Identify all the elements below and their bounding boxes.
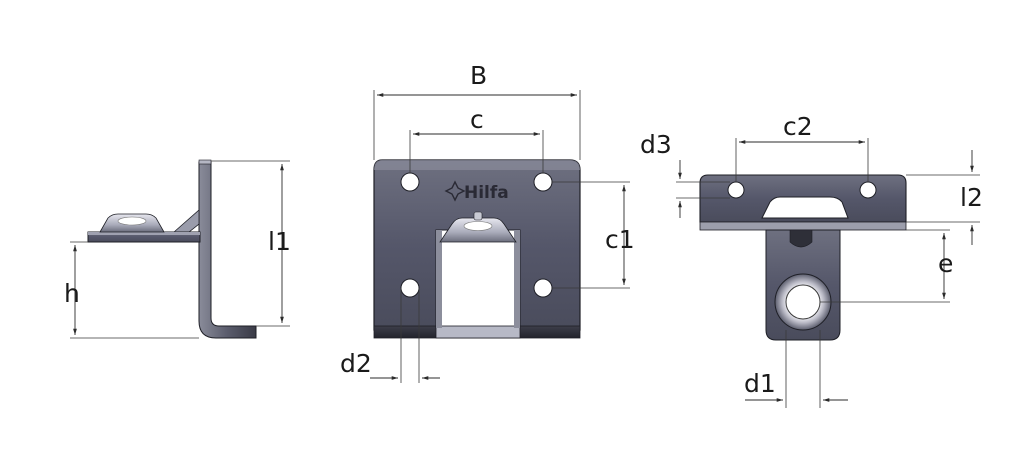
dim-c1-label: c1 bbox=[605, 225, 635, 254]
dim-e-label: e bbox=[938, 249, 953, 278]
dim-c-label: c bbox=[470, 105, 484, 134]
top-hole-right bbox=[859, 181, 877, 199]
star-icon bbox=[444, 180, 466, 202]
side-top-edge bbox=[198, 159, 212, 165]
top-view: c2 d3 l2 e d1 bbox=[640, 112, 983, 408]
front-view: Hilfa B c c1 d2 bbox=[340, 61, 635, 383]
front-hole-bottom-left bbox=[400, 278, 420, 298]
dim-d2-label: d2 bbox=[340, 349, 372, 378]
dim-B-label: B bbox=[470, 61, 487, 90]
dim-h-label: h bbox=[64, 279, 80, 308]
top-boss-hole bbox=[785, 284, 821, 320]
top-slot bbox=[761, 196, 849, 219]
dim-l1-label: l1 bbox=[268, 227, 291, 256]
dim-d3-label: d3 bbox=[640, 130, 672, 159]
brand-logo-text: Hilfa bbox=[464, 183, 509, 203]
dim-l2-label: l2 bbox=[960, 183, 983, 212]
front-cutout bbox=[435, 229, 521, 329]
dim-d1-label: d1 bbox=[744, 369, 776, 398]
dim-c2-label: c2 bbox=[783, 112, 813, 141]
side-vertical-leg bbox=[198, 161, 257, 339]
front-hole-top-left bbox=[400, 172, 420, 192]
brand-logo: Hilfa bbox=[444, 180, 509, 203]
side-view: h l1 bbox=[64, 159, 291, 339]
top-plate-edge bbox=[699, 221, 907, 231]
top-hole-left bbox=[727, 181, 745, 199]
front-hole-top-right bbox=[533, 172, 553, 192]
front-hole-bottom-right bbox=[533, 278, 553, 298]
